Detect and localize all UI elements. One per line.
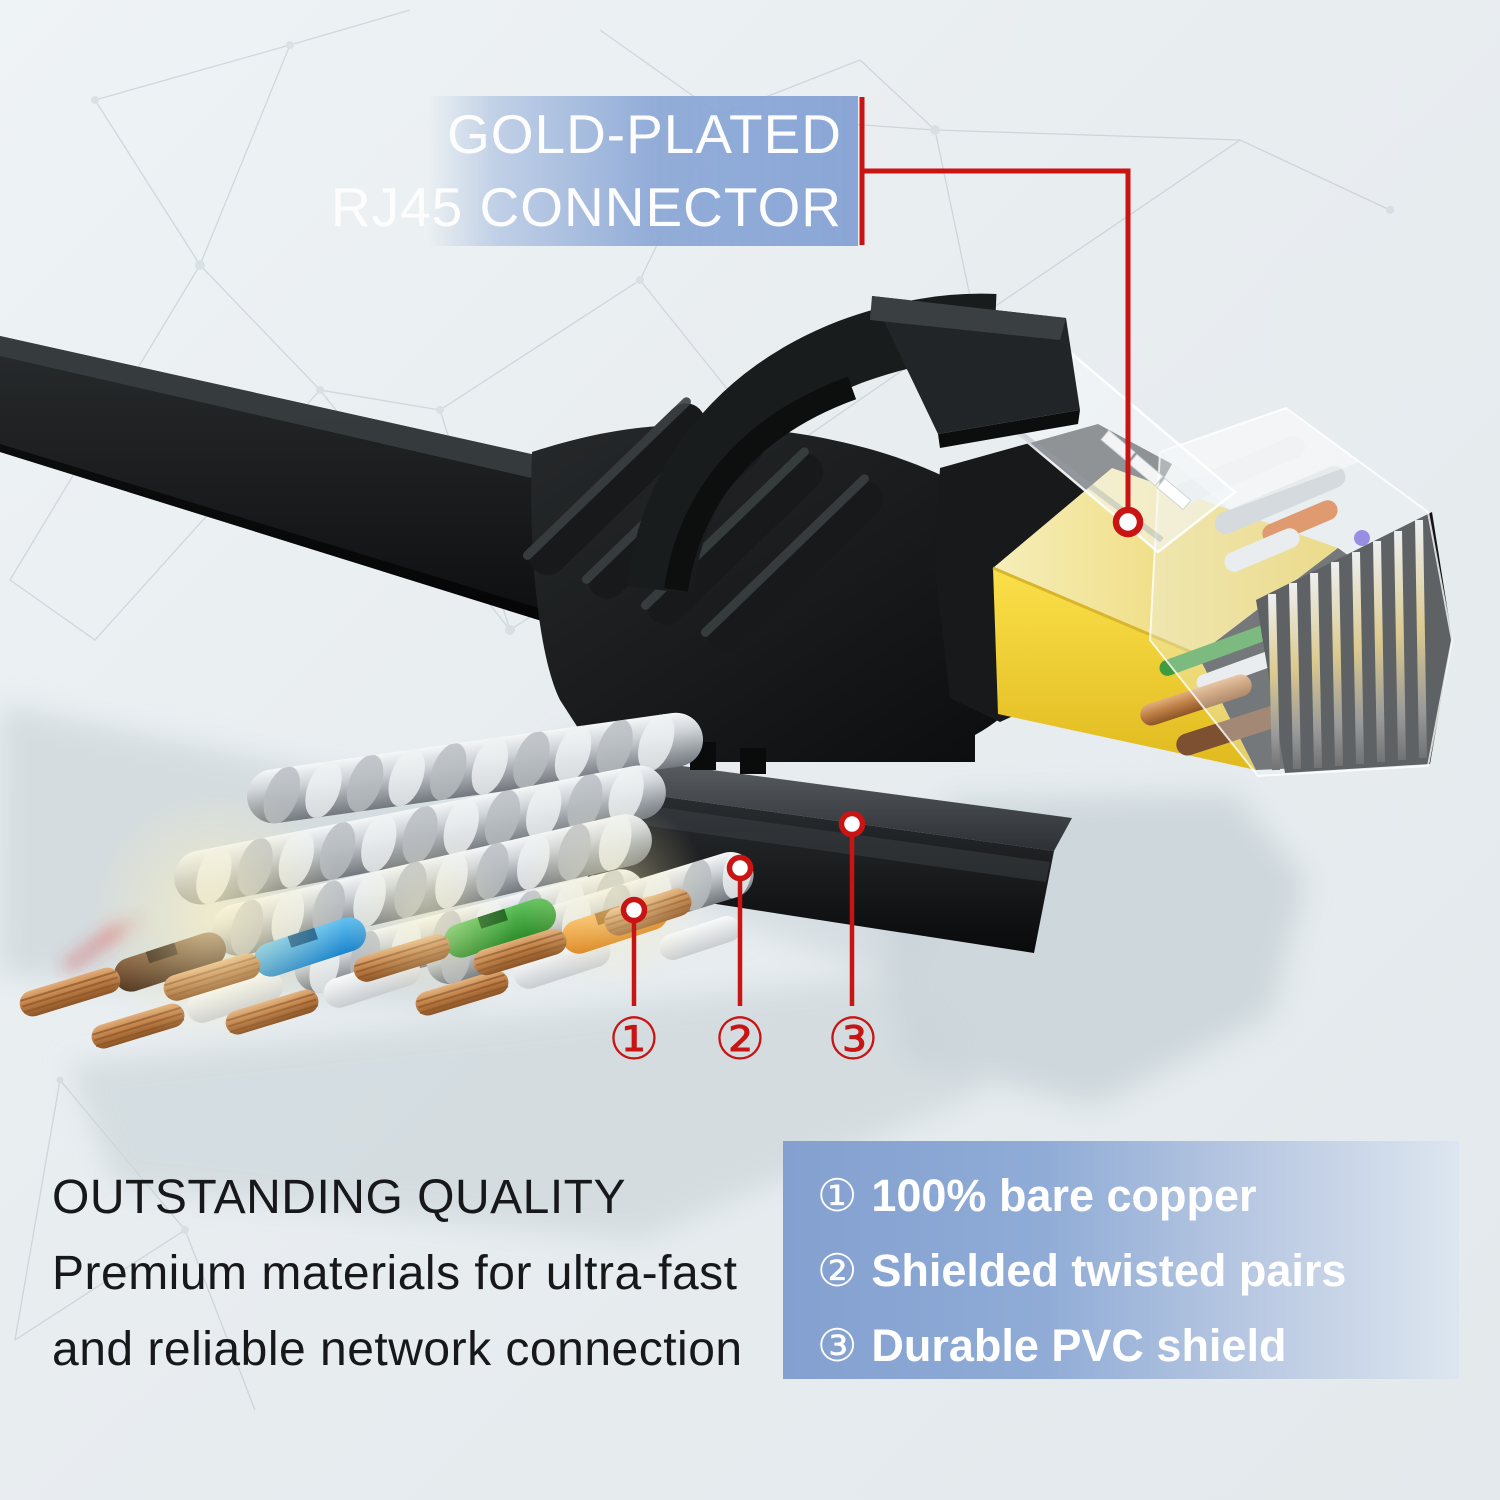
top-label-pointer — [859, 97, 1131, 508]
legend-num-3: ③ — [817, 1320, 858, 1371]
callout-number-1: ① — [608, 1005, 660, 1073]
connector-pins — [1256, 512, 1452, 773]
legend-item-3: ③ Durable PVC shield — [817, 1308, 1459, 1383]
constellation-pattern — [9, 9, 1394, 1411]
legend-item-2: ② Shielded twisted pairs — [817, 1233, 1459, 1308]
glow-highlights — [85, 785, 710, 1045]
top-label: GOLD-PLATED RJ45 CONNECTOR — [331, 96, 858, 246]
quality-text-line2: Premium materials for ultra-fast — [52, 1247, 738, 1300]
rj45-connector — [934, 406, 1454, 778]
legend-num-1: ① — [817, 1170, 858, 1221]
gold-shield-top — [993, 468, 1338, 655]
callout-dot-2 — [726, 854, 754, 882]
legend-text-1: 100% bare copper — [871, 1170, 1257, 1221]
callout-numbers: ① ② ③ — [608, 1005, 879, 1073]
boot-latch-arch — [627, 293, 1080, 595]
legend-num-2: ② — [817, 1245, 858, 1296]
top-label-line2: RJ45 CONNECTOR — [330, 176, 842, 238]
quality-text-line3: and reliable network connection — [52, 1323, 743, 1376]
legend-box: ① 100% bare copper ② Shielded twisted pair… — [783, 1141, 1459, 1379]
legend-item-1: ① 100% bare copper — [817, 1158, 1459, 1233]
gold-shield-front — [993, 568, 1256, 770]
legend-text-3: Durable PVC shield — [871, 1320, 1287, 1371]
callout-dot-3 — [838, 810, 866, 838]
flat-cable — [0, 336, 558, 622]
annotations — [620, 97, 1144, 1006]
connector-callout-dot — [1112, 506, 1144, 538]
quality-text-line1: OUTSTANDING QUALITY — [52, 1171, 626, 1224]
legend-text-2: Shielded twisted pairs — [871, 1245, 1347, 1296]
quality-text: OUTSTANDING QUALITY Premium materials fo… — [52, 1160, 743, 1388]
callout-number-2: ② — [714, 1005, 766, 1073]
top-label-line1: GOLD-PLATED — [446, 103, 842, 165]
callout-number-3: ③ — [827, 1005, 879, 1073]
callout-dot-1 — [620, 896, 648, 924]
